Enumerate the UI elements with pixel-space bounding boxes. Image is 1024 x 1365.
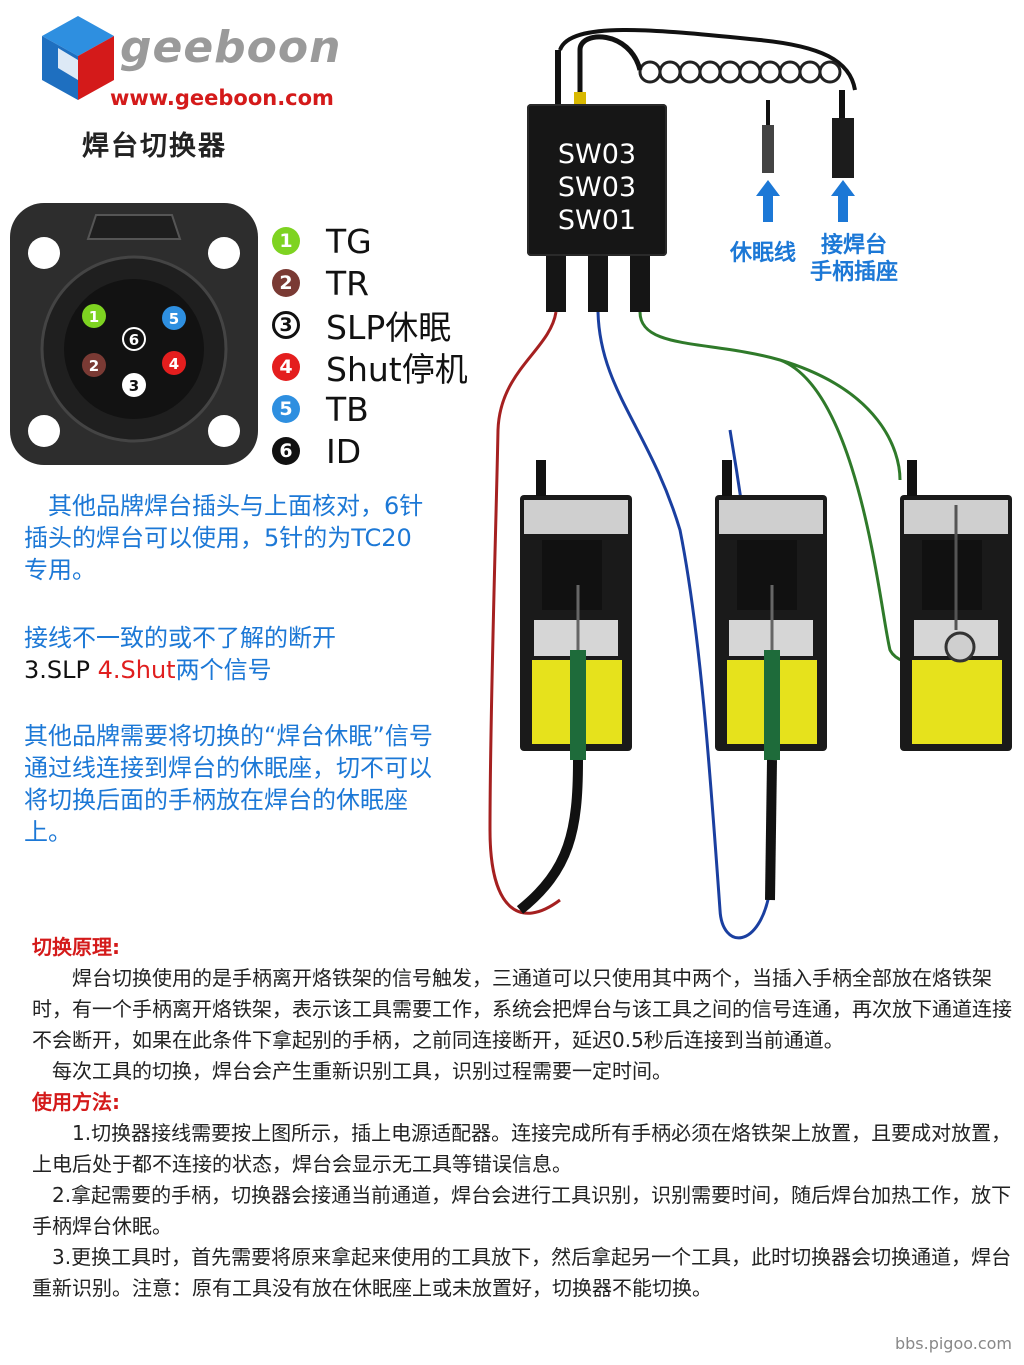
pin-number-badge: 6 [272, 437, 300, 465]
pin-label: TR [326, 263, 370, 303]
sleep-wire-label: 休眠线 [730, 241, 797, 266]
legend-item-tb: 5 TB [272, 388, 468, 430]
svg-text:4: 4 [169, 355, 179, 373]
pin-number-badge: 2 [272, 269, 300, 297]
switch-box [527, 104, 667, 256]
page-title: 焊台切换器 [82, 131, 227, 162]
legend-item-id: 6 ID [272, 430, 468, 472]
switch-model-label: SW03 SW03 SW01 [527, 138, 667, 237]
pin-label: ID [326, 431, 362, 471]
wiring-note-line1: 接线不一致的或不了解的断开 [24, 624, 336, 652]
arrow-up-icon [831, 180, 855, 222]
principle-paragraph-2: 每次工具的切换，焊台会产生重新识别工具，识别过程需要一定时间。 [32, 1059, 672, 1083]
svg-text:1: 1 [89, 308, 99, 326]
pin-number-badge: 5 [272, 395, 300, 423]
usage-step-1: 1.切换器接线需要按上图所示，插上电源适配器。连接完成所有手柄必须在烙铁架上放置… [32, 1121, 1012, 1176]
model-line-1: SW03 [557, 139, 637, 170]
wiring-note: 接线不一致的或不了解的断开 3.SLP 4.Shut两个信号 [24, 622, 434, 686]
wiring-note-suffix: 两个信号 [175, 656, 272, 684]
soldering-station-3 [900, 460, 1012, 751]
wiring-note-shut: 4.Shut [97, 656, 176, 684]
logo-icon [42, 16, 114, 100]
pin-label: TG [326, 221, 372, 261]
svg-text:5: 5 [169, 310, 179, 328]
pin-legend: 1 TG 2 TR 3 SLP休眠 4 Shut停机 5 TB 6 ID [272, 220, 468, 472]
principle-paragraph-1: 焊台切换使用的是手柄离开烙铁架的信号触发，三通道可以只使用其中两个，当插入手柄全… [32, 966, 1012, 1052]
connector-socket-illustration: 1 5 6 2 4 3 [10, 203, 258, 465]
wiring-note-slp: 3.SLP [24, 656, 98, 684]
sleep-warning-note: 其他品牌需要将切换的“焊台休眠”信号通过线连接到焊台的休眠座，切不可以将切换后面… [24, 722, 433, 846]
svg-text:6: 6 [129, 331, 139, 349]
usage-step-3: 3.更换工具时，首先需要将原来拿起来使用的工具放下，然后拿起另一个工具，此时切换… [32, 1245, 1012, 1300]
footer-watermark: bbs.pigoo.com [894, 1334, 1012, 1353]
svg-text:2: 2 [89, 357, 99, 375]
compatibility-note: 其他品牌焊台插头与上面核对，6针插头的焊台可以使用，5针的为TC20专用。 [24, 492, 424, 584]
logo-wordmark: geeboon [120, 22, 342, 73]
model-line-3: SW01 [557, 205, 637, 236]
handle-socket-label-line2: 手柄插座 [809, 260, 898, 285]
pin-number-badge: 1 [272, 227, 300, 255]
svg-text:3: 3 [129, 377, 139, 395]
model-line-2: SW03 [557, 172, 637, 203]
handle-socket-label-line1: 接焊台 [820, 233, 887, 258]
soldering-station-2 [715, 460, 827, 901]
arrow-up-icon [756, 180, 780, 222]
legend-item-tr: 2 TR [272, 262, 468, 304]
pin-number-badge: 3 [272, 311, 300, 339]
pin-label: Shut停机 [326, 350, 468, 389]
usage-step-2: 2.拿起需要的手柄，切换器会接通当前通道，焊台会进行工具识别，识别需要时间，随后… [32, 1183, 1012, 1238]
legend-item-slp: 3 SLP休眠 [272, 304, 468, 347]
handle-socket-label: 接焊台 手柄插座 [806, 232, 902, 286]
usage-heading: 使用方法: [32, 1090, 120, 1114]
pin-label: TB [326, 389, 369, 429]
wiring-diagram [488, 28, 1012, 940]
principle-section: 切换原理: 焊台切换使用的是手柄离开烙铁架的信号触发，三通道可以只使用其中两个，… [32, 932, 1012, 1304]
legend-item-shut: 4 Shut停机 [272, 346, 468, 389]
soldering-station-1 [516, 460, 632, 914]
pin-label: SLP休眠 [326, 308, 452, 347]
principle-heading: 切换原理: [32, 935, 120, 959]
pin-number-badge: 4 [272, 353, 300, 381]
legend-item-tg: 1 TG [272, 220, 468, 262]
website-link[interactable]: www.geeboon.com [110, 86, 334, 110]
